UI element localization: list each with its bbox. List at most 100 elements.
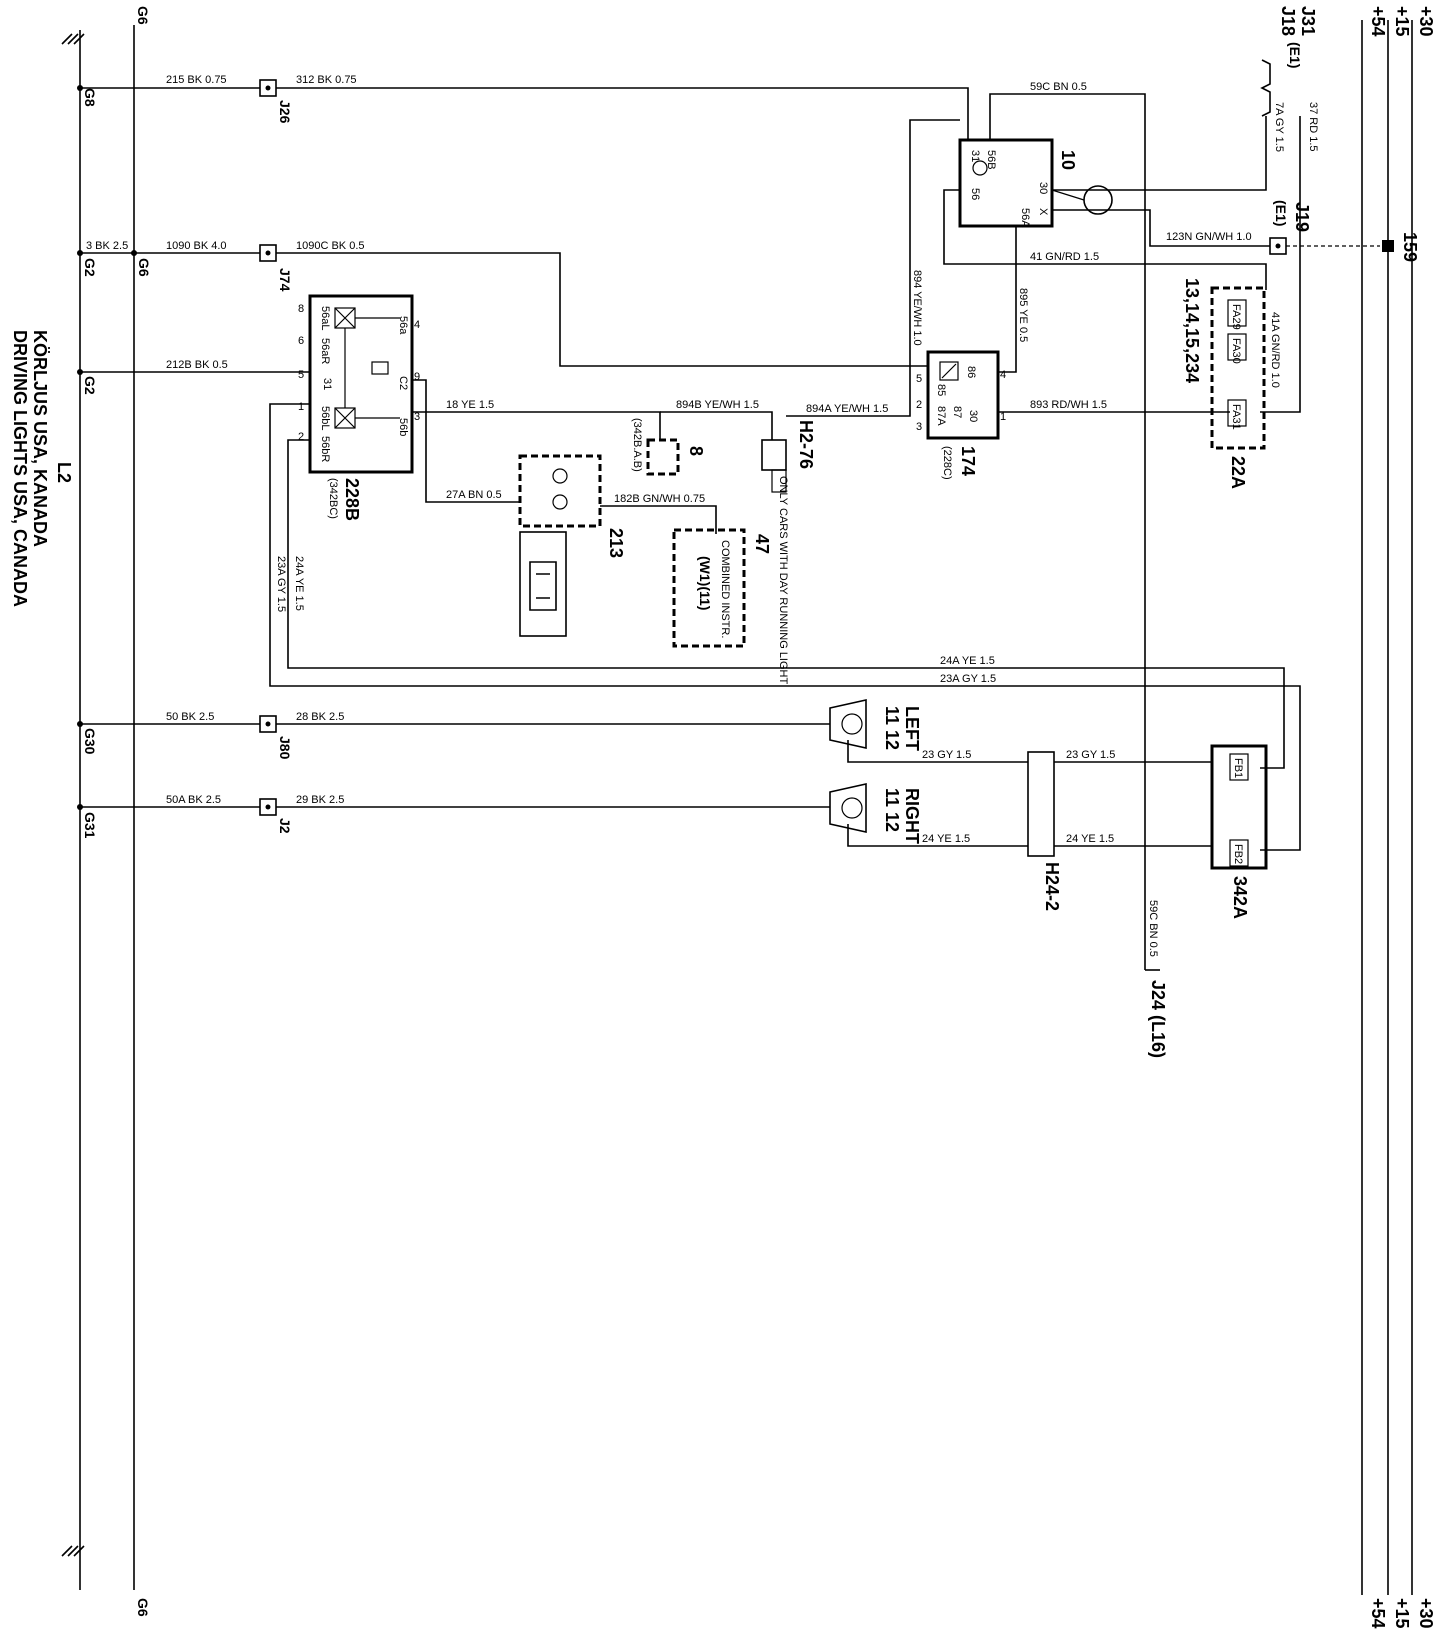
r228b-pin-56a: 56a <box>397 316 409 335</box>
wire-182b: 182B GN/WH 0.75 <box>614 493 705 505</box>
connector-h24-2 <box>1027 751 1055 857</box>
relay-174: 4 5 2 3 1 86 85 87 87A 30 <box>916 350 1006 440</box>
ground-bus <box>79 20 1413 1595</box>
label-10: 10 <box>1058 150 1078 170</box>
lamp-right-icon <box>841 797 863 819</box>
label-342a: 342A <box>1230 876 1250 919</box>
label-lamp-left-nums: 11 12 <box>882 706 902 750</box>
label-47: 47 <box>752 534 772 554</box>
junction-j19-sub: (E1) <box>1273 200 1289 226</box>
r174-pin3: 3 <box>916 421 922 433</box>
r10-pin-56b: 56B <box>985 150 997 170</box>
wire-41: 41 GN/RD 1.5 <box>1030 251 1099 263</box>
label-lamp-left: LEFT <box>902 706 922 751</box>
r10-pin-30: 30 <box>1037 182 1049 194</box>
label-h2-76-note: ONLY CARS WITH DAY RUNNING LIGHT <box>777 476 789 684</box>
lamp-right <box>829 783 867 833</box>
car-icon <box>529 561 557 611</box>
junction-j31-sub: (E1) <box>1287 42 1303 68</box>
rail-label-15-bottom: +15 <box>1392 1598 1412 1629</box>
ground-point-g31: G31 <box>82 812 98 839</box>
junction-j74: J74 <box>277 268 293 292</box>
brace-icon <box>1260 59 1271 117</box>
wire-24-left: 24 YE 1.5 <box>922 833 970 845</box>
r228b-pin4: 4 <box>414 319 420 331</box>
wire-894: 894 YE/WH 1.0 <box>911 270 923 346</box>
label-213: 213 <box>606 528 626 558</box>
wire-24-right: 24 YE 1.5 <box>1066 833 1114 845</box>
r228b-pin9: 9 <box>414 371 420 383</box>
fusebox-342a <box>1210 744 1268 870</box>
wire-1090c: 1090C BK 0.5 <box>296 240 365 252</box>
wire-50: 50 BK 2.5 <box>166 711 214 723</box>
component-47-box <box>672 528 746 648</box>
wire-215: 215 BK 0.75 <box>166 74 227 86</box>
r228b-pin-56b: 56b <box>397 418 409 436</box>
relay-228b: 8 6 5 1 2 4 9 3 56aL 56aR 56bL 56bR 31 5… <box>298 294 420 474</box>
r174-pin2: 2 <box>916 399 922 411</box>
r228b-pin-c2: C2 <box>397 376 409 390</box>
wire-41a: 41A GN/RD 1.0 <box>1269 312 1281 388</box>
label-8: 8 <box>686 446 706 456</box>
r228b-pin-56ar: 56aR <box>319 338 331 364</box>
component-8-box <box>646 438 680 476</box>
r228b-pin5: 5 <box>298 369 304 381</box>
lamp-icon <box>552 494 568 510</box>
component-213-box <box>518 454 602 528</box>
wire-27a: 27A BN 0.5 <box>446 489 502 501</box>
ground-label-top: G6 <box>135 6 151 25</box>
lamp-left-icon <box>841 713 863 735</box>
label-174: 174 <box>958 446 978 476</box>
wire-893: 893 RD/WH 1.5 <box>1030 399 1107 411</box>
ground-point-g8: G8 <box>82 88 98 107</box>
junction-j19: J19 <box>1292 202 1312 232</box>
wire-59c-bottom: 59C BN 0.5 <box>1147 900 1159 957</box>
wire-894a: 894A YE/WH 1.5 <box>806 403 888 415</box>
wire-23-right: 23 GY 1.5 <box>1066 749 1115 761</box>
wire-59c-top: 59C BN 0.5 <box>1030 81 1087 93</box>
ground-point-g30: G30 <box>82 728 98 755</box>
label-22a-targets: 13,14,15,234 <box>1182 278 1202 383</box>
junction-j74-icon <box>259 244 277 262</box>
car-icon-panel <box>519 531 567 637</box>
ground-points <box>77 85 137 810</box>
r10-pin-56a: 56A <box>1019 208 1031 228</box>
junction-j80: J80 <box>277 736 293 760</box>
fuses-22a: FA29 FA30 FA31 <box>1227 299 1247 430</box>
label-47-pins: (W1)(11) <box>697 556 713 610</box>
wire-212b: 212B BK 0.5 <box>166 359 228 371</box>
title-code: L2 <box>54 462 74 483</box>
r228b-pin3: 3 <box>414 411 420 423</box>
r174-pin-30: 30 <box>967 410 979 422</box>
fuse-fa31: FA31 <box>1230 404 1242 430</box>
junction-j31: J31 <box>1298 6 1318 36</box>
label-h2-76: H2-76 <box>796 420 816 469</box>
wire-24a-v: 24A YE 1.5 <box>293 556 305 611</box>
ground-symbol-bottom-icon <box>61 1545 85 1557</box>
r174-pin1: 1 <box>1000 411 1006 423</box>
rail-label-54-bottom: +54 <box>1368 1598 1388 1629</box>
label-47-sub: COMBINED INSTR. <box>719 540 731 638</box>
title-line1: KÖRLJUS USA, KANADA <box>30 330 50 547</box>
rail-label-30-bottom: +30 <box>1416 1598 1436 1629</box>
wire-894b: 894B YE/WH 1.5 <box>676 399 759 411</box>
junction-j80-icon <box>259 715 277 733</box>
r174-pin-85: 85 <box>935 384 947 396</box>
wire-312: 312 BK 0.75 <box>296 74 357 86</box>
r228b-pin-31: 31 <box>321 378 333 390</box>
wire-29: 29 BK 2.5 <box>296 794 344 806</box>
fuse-fa30: FA30 <box>1230 338 1242 364</box>
fusebox-22a <box>1210 286 1266 450</box>
label-174-sub: (228C) <box>941 446 953 480</box>
ground-point-g2-a: G2 <box>82 258 98 277</box>
wire-37: 37 RD 1.5 <box>1307 102 1319 152</box>
label-228b: 228B <box>342 478 362 521</box>
r228b-pin-56bl: 56bL <box>319 406 331 430</box>
r228b-pin-56br: 56bR <box>319 436 331 462</box>
r174-pin-87a: 87A <box>935 406 947 426</box>
connector-h2-76 <box>761 439 787 471</box>
label-h24-2: H24-2 <box>1042 862 1062 911</box>
label-lamp-right-nums: 11 12 <box>882 788 902 832</box>
r174-pin-86: 86 <box>965 366 977 378</box>
